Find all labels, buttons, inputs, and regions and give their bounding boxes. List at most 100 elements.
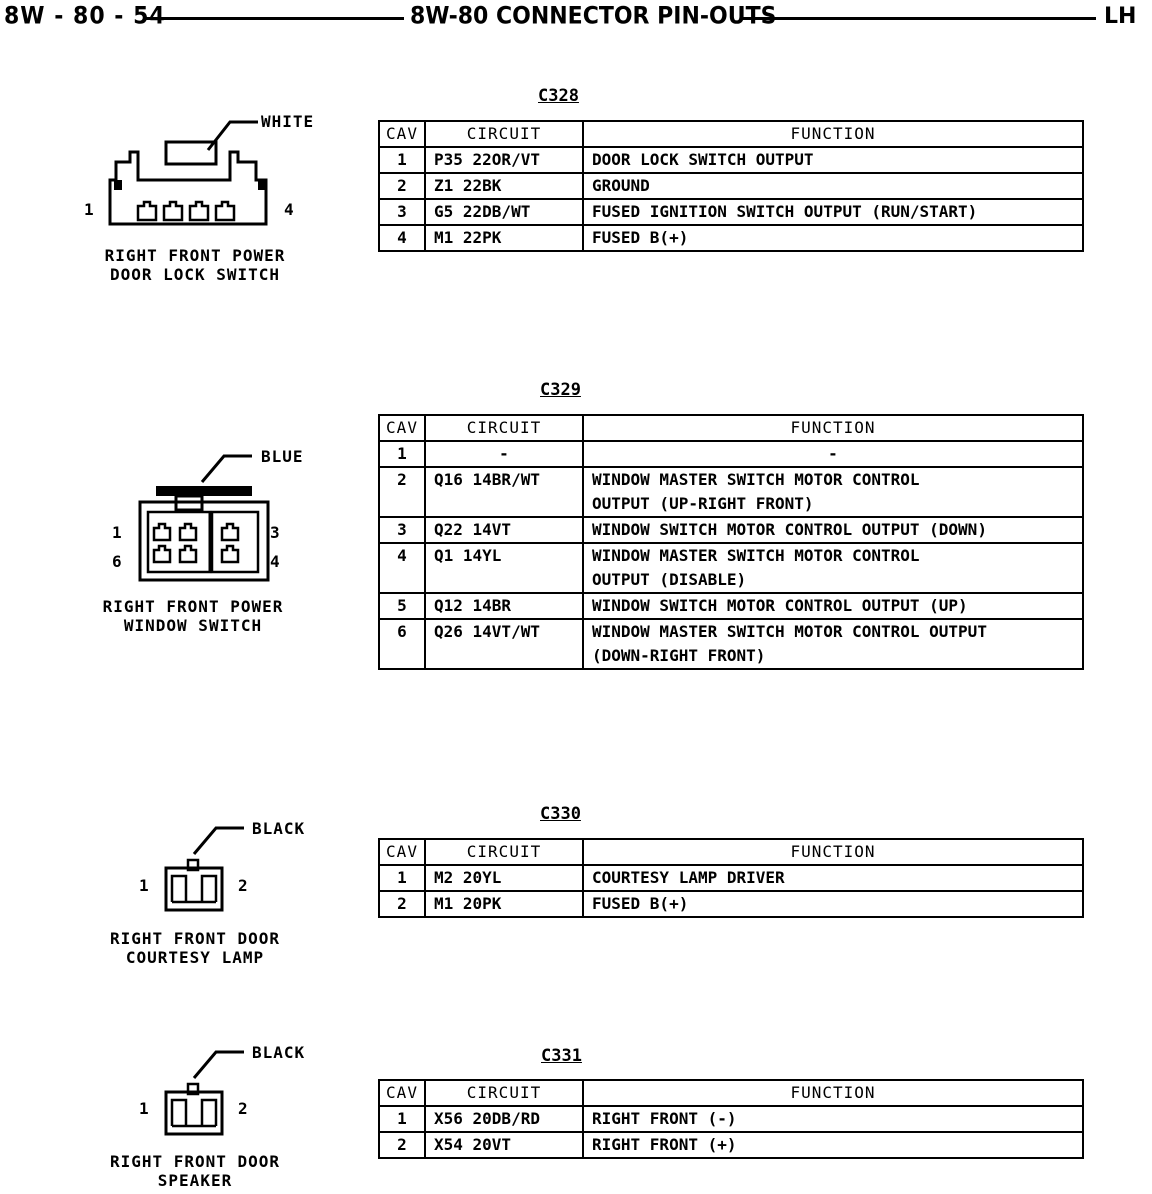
connector-label: RIGHT FRONT DOOR COURTESY LAMP	[90, 929, 300, 967]
column-header-circuit: CIRCUIT	[424, 1079, 584, 1107]
cav-cell: 1	[378, 440, 426, 468]
function-cell: FUSED IGNITION SWITCH OUTPUT (RUN/START)	[582, 198, 1084, 226]
connector-color: BLUE	[261, 447, 304, 466]
function-cell: RIGHT FRONT (+)	[582, 1131, 1084, 1159]
function-cell: -	[582, 440, 1084, 468]
function-cell: WINDOW MASTER SWITCH MOTOR CONTROL OUTPU…	[582, 466, 1084, 518]
column-header-function: FUNCTION	[582, 414, 1084, 442]
cav-cell: 3	[378, 516, 426, 544]
pin-number: 1	[84, 200, 94, 219]
connector-diagram-c330	[164, 826, 244, 912]
function-cell: GROUND	[582, 172, 1084, 200]
circuit-cell: Q16 14BR/WT	[424, 466, 584, 518]
pin-number: 1	[139, 876, 149, 895]
circuit-cell: Q1 14YL	[424, 542, 584, 594]
connector-label-line: WINDOW SWITCH	[123, 616, 263, 635]
column-header-cav: CAV	[378, 1079, 426, 1107]
circuit-cell: X56 20DB/RD	[424, 1105, 584, 1133]
function-cell: WINDOW MASTER SWITCH MOTOR CONTROL OUTPU…	[582, 542, 1084, 594]
table-row: 3 G5 22DB/WT FUSED IGNITION SWITCH OUTPU…	[378, 198, 1084, 226]
connector-label: RIGHT FRONT DOOR SPEAKER	[90, 1152, 300, 1190]
connector-label-line: DOOR LOCK SWITCH	[109, 265, 281, 284]
cav-cell: 2	[378, 466, 426, 518]
column-header-function: FUNCTION	[582, 1079, 1084, 1107]
table-row: 4 Q1 14YL WINDOW MASTER SWITCH MOTOR CON…	[378, 542, 1084, 594]
function-cell: FUSED B(+)	[582, 890, 1084, 918]
cav-cell: 1	[378, 146, 426, 174]
table-row: 2 X54 20VT RIGHT FRONT (+)	[378, 1131, 1084, 1159]
pin-number: 6	[112, 552, 122, 571]
column-header-cav: CAV	[378, 414, 426, 442]
connector-label: RIGHT FRONT POWER WINDOW SWITCH	[88, 597, 298, 635]
table-row: 2 Q16 14BR/WT WINDOW MASTER SWITCH MOTOR…	[378, 466, 1084, 518]
function-cell: WINDOW SWITCH MOTOR CONTROL OUTPUT (UP)	[582, 592, 1084, 620]
column-header-cav: CAV	[378, 120, 426, 148]
cav-cell: 2	[378, 890, 426, 918]
function-cell: COURTESY LAMP DRIVER	[582, 864, 1084, 892]
pinout-table-c331: CAV CIRCUIT FUNCTION 1 X56 20DB/RD RIGHT…	[378, 1079, 1084, 1159]
function-cell: WINDOW MASTER SWITCH MOTOR CONTROL OUTPU…	[582, 618, 1084, 670]
pin-number: 1	[139, 1099, 149, 1118]
table-header-row: CAV CIRCUIT FUNCTION	[378, 120, 1084, 148]
pinout-table-c328: CAV CIRCUIT FUNCTION 1 P35 22OR/VT DOOR …	[378, 120, 1084, 252]
circuit-cell: X54 20VT	[424, 1131, 584, 1159]
pin-number: 4	[270, 552, 280, 571]
column-header-circuit: CIRCUIT	[424, 838, 584, 866]
column-header-function: FUNCTION	[582, 120, 1084, 148]
column-header-circuit: CIRCUIT	[424, 414, 584, 442]
connector-diagram-c331	[164, 1050, 244, 1136]
function-cell: FUSED B(+)	[582, 224, 1084, 252]
cav-cell: 6	[378, 618, 426, 670]
pin-number: 2	[238, 876, 248, 895]
table-row: 2 Z1 22BK GROUND	[378, 172, 1084, 200]
circuit-cell: Q12 14BR	[424, 592, 584, 620]
circuit-cell: P35 22OR/VT	[424, 146, 584, 174]
connector-label-line: SPEAKER	[157, 1171, 233, 1190]
table-row: 2 M1 20PK FUSED B(+)	[378, 890, 1084, 918]
connector-id: C328	[538, 86, 579, 106]
circuit-cell: G5 22DB/WT	[424, 198, 584, 226]
pinout-table-c329: CAV CIRCUIT FUNCTION 1 - - 2 Q16 14BR/WT…	[378, 414, 1084, 670]
table-row: 5 Q12 14BR WINDOW SWITCH MOTOR CONTROL O…	[378, 592, 1084, 620]
function-cell: RIGHT FRONT (-)	[582, 1105, 1084, 1133]
circuit-cell: Q26 14VT/WT	[424, 618, 584, 670]
cav-cell: 1	[378, 864, 426, 892]
cav-cell: 4	[378, 542, 426, 594]
connector-color: BLACK	[252, 1043, 306, 1062]
connector-label-line: RIGHT FRONT POWER	[104, 246, 286, 265]
table-header-row: CAV CIRCUIT FUNCTION	[378, 838, 1084, 866]
table-header-row: CAV CIRCUIT FUNCTION	[378, 414, 1084, 442]
circuit-cell: -	[424, 440, 584, 468]
table-row: 1 - -	[378, 440, 1084, 468]
column-header-cav: CAV	[378, 838, 426, 866]
connector-id: C331	[541, 1046, 582, 1066]
table-row: 1 X56 20DB/RD RIGHT FRONT (-)	[378, 1105, 1084, 1133]
cav-cell: 3	[378, 198, 426, 226]
circuit-cell: Z1 22BK	[424, 172, 584, 200]
connector-label-line: COURTESY LAMP	[125, 948, 265, 967]
function-cell: WINDOW SWITCH MOTOR CONTROL OUTPUT (DOWN…	[582, 516, 1084, 544]
cav-cell: 4	[378, 224, 426, 252]
page-title: 8W-80 CONNECTOR PIN-OUTS	[410, 2, 777, 31]
connector-label-line: RIGHT FRONT DOOR	[109, 929, 281, 948]
pin-number: 4	[284, 200, 294, 219]
connector-diagram-c328	[108, 120, 268, 226]
circuit-cell: M1 22PK	[424, 224, 584, 252]
circuit-cell: M1 20PK	[424, 890, 584, 918]
pin-number: 1	[112, 523, 122, 542]
circuit-cell: Q22 14VT	[424, 516, 584, 544]
model-code: LH	[1104, 4, 1137, 29]
table-header-row: CAV CIRCUIT FUNCTION	[378, 1079, 1084, 1107]
table-row: 1 P35 22OR/VT DOOR LOCK SWITCH OUTPUT	[378, 146, 1084, 174]
cav-cell: 2	[378, 1131, 426, 1159]
connector-color: BLACK	[252, 819, 306, 838]
table-row: 6 Q26 14VT/WT WINDOW MASTER SWITCH MOTOR…	[378, 618, 1084, 670]
header-rule-left	[144, 17, 404, 20]
header-rule-right	[740, 17, 1096, 20]
cav-cell: 1	[378, 1105, 426, 1133]
connector-id: C330	[540, 804, 581, 824]
column-header-circuit: CIRCUIT	[424, 120, 584, 148]
table-row: 4 M1 22PK FUSED B(+)	[378, 224, 1084, 252]
table-row: 3 Q22 14VT WINDOW SWITCH MOTOR CONTROL O…	[378, 516, 1084, 544]
cav-cell: 2	[378, 172, 426, 200]
